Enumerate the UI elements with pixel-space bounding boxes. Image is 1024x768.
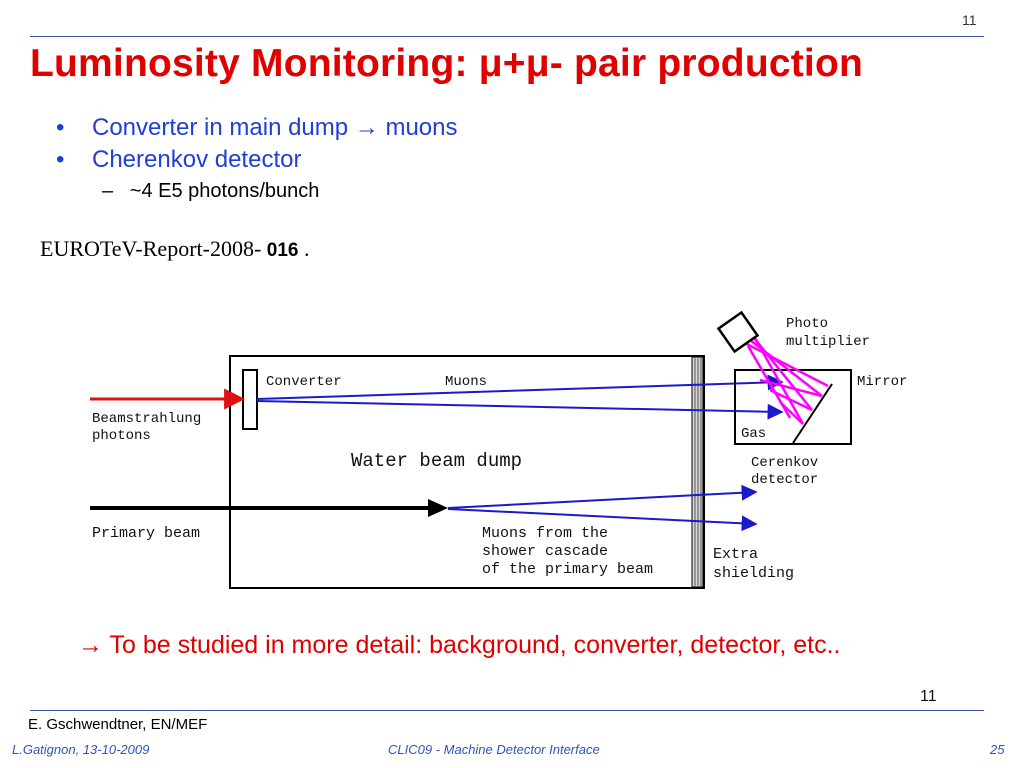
bullet-marker: •	[56, 114, 65, 141]
label-water-beam-dump: Water beam dump	[351, 450, 522, 472]
shower-muon-lower	[447, 508, 758, 532]
report-reference: EUROTeV-Report-2008- 016 .	[40, 236, 309, 262]
corner-mark: 11	[962, 12, 977, 28]
bullet-text: Converter in main dump → muons	[92, 114, 458, 141]
cherenkov-light-rays	[740, 332, 829, 425]
label-detector: detector	[751, 472, 818, 488]
bullet-cherenkov: • Cherenkov detector	[56, 146, 301, 174]
study-note: → To be studied in more detail: backgrou…	[78, 631, 841, 659]
footer-right: 25	[990, 742, 1005, 757]
label-beamstrahlung: Beamstrahlung	[92, 411, 201, 427]
label-mirror: Mirror	[857, 374, 907, 390]
primary-beam-arrowhead	[428, 499, 448, 517]
sub-bullet-marker: –	[102, 180, 114, 202]
label-photo: Photo	[786, 316, 828, 332]
report-suffix: .	[303, 236, 310, 261]
muon-track-upper	[256, 374, 784, 400]
label-photons: photons	[92, 428, 151, 444]
photomultiplier-box	[716, 310, 760, 354]
label-shower-line2: shower cascade	[482, 543, 608, 560]
report-number: 016	[266, 240, 299, 261]
bullet-text: Cherenkov detector	[92, 146, 302, 173]
sub-bullet-photons: – ~4 E5 photons/bunch	[102, 180, 319, 203]
label-multiplier: multiplier	[786, 334, 870, 350]
author: E. Gschwendtner, EN/MEF	[28, 716, 208, 733]
slide-title: Luminosity Monitoring: μ+μ- pair product…	[30, 42, 864, 85]
water-dump-box	[229, 355, 705, 589]
mirror	[792, 383, 833, 444]
beam-dump-diagram: Photo multiplier Converter Muons Mirror …	[90, 310, 907, 589]
label-cerenkov: Cerenkov	[751, 455, 818, 471]
bottom-divider	[30, 710, 984, 711]
footer-left: L.Gatignon, 13-10-2009	[12, 742, 150, 757]
inner-page-number: 11	[920, 688, 937, 705]
label-converter: Converter	[266, 374, 342, 390]
footer-center: CLIC09 - Machine Detector Interface	[388, 742, 600, 757]
muon-track-lower	[256, 400, 784, 420]
top-divider	[30, 36, 984, 37]
label-shower-line3: of the primary beam	[482, 561, 653, 578]
converter-block	[242, 369, 258, 430]
bullet-marker: •	[56, 146, 65, 173]
report-prefix: EUROTeV-Report-2008-	[40, 236, 262, 261]
cerenkov-detector-box	[734, 369, 852, 445]
bullet-converter: • Converter in main dump → muons	[56, 114, 457, 142]
label-muons: Muons	[445, 374, 487, 390]
label-gas: Gas	[741, 426, 766, 442]
label-shower-line1: Muons from the	[482, 525, 608, 542]
label-extra: Extra	[713, 546, 758, 563]
label-shielding: shielding	[713, 565, 794, 582]
shower-muon-upper	[447, 484, 758, 509]
label-primary-beam: Primary beam	[92, 525, 200, 542]
sub-bullet-text: ~4 E5 photons/bunch	[129, 180, 320, 202]
